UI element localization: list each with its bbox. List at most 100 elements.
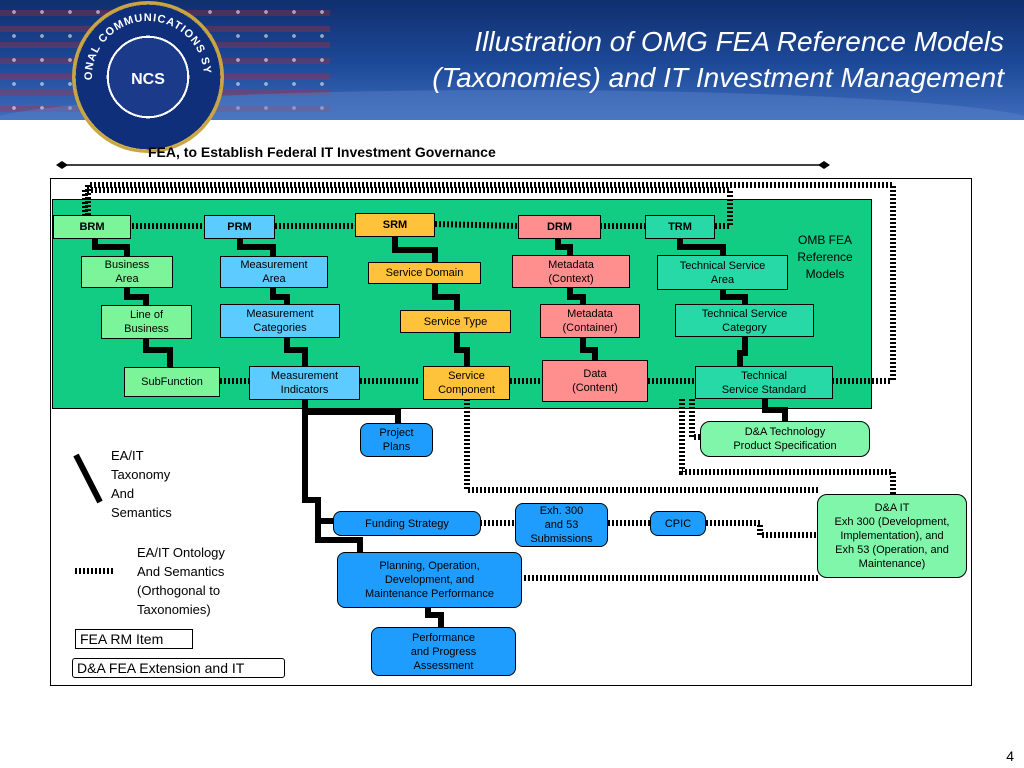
- brm-l1b: Area: [115, 273, 139, 285]
- drm-header: DRM: [518, 215, 601, 239]
- prm-l2b: Categories: [253, 322, 307, 334]
- legend-ontology-c: (Orthogonal to: [137, 583, 221, 598]
- srm-l3: Service: [448, 370, 485, 382]
- drm-data-content: Data (Content): [542, 360, 648, 402]
- dna-it-d: Exh 53 (Operation, and: [835, 544, 949, 556]
- taxonomy-legend-line: [73, 453, 103, 504]
- dna-it-box: D&A IT Exh 300 (Development, Implementatio…: [817, 494, 967, 578]
- legend-ontology-label: EA/IT Ontology And Semantics (Orthogonal…: [137, 543, 225, 619]
- project-plans-b: Plans: [382, 441, 411, 453]
- legend-taxonomy-b: Taxonomy: [111, 467, 171, 482]
- srm-service-type: Service Type: [400, 310, 511, 333]
- drm-metadata-context: Metadata(Context): [512, 255, 630, 288]
- ncs-seal-icon: [75, 4, 221, 150]
- title-line-1: Illustration of OMG FEA Reference Models: [474, 26, 1004, 57]
- planning-c: Maintenance Performance: [364, 588, 494, 600]
- legend-fea-rm-item: FEA RM Item: [75, 629, 193, 649]
- legend-dna-fea-extension: D&A FEA Extension and IT: [72, 658, 285, 678]
- exh-b: and 53: [544, 519, 579, 531]
- trm-l1: Technical Service: [679, 259, 766, 272]
- dna-tech-b: Product Specification: [733, 440, 837, 452]
- slide-title: Illustration of OMG FEA Reference Models…: [304, 24, 1004, 96]
- project-plans-a: Project: [379, 427, 414, 439]
- performance-c: Assessment: [413, 659, 474, 672]
- legend-ontology-a: EA/IT Ontology: [137, 545, 225, 560]
- title-line-2: (Taxonomies) and IT Investment Managemen…: [432, 62, 1004, 93]
- omb-fea-label: OMB FEA Reference Models: [790, 232, 860, 283]
- trm-l3b: Service Standard: [721, 383, 807, 396]
- srm-header: SRM: [355, 213, 435, 237]
- drm-metadata-container: Metadata (Container): [540, 304, 640, 338]
- trm-l2: Technical Service: [701, 307, 788, 320]
- dna-it-e: Maintenance): [858, 558, 926, 570]
- trm-l1b: Area: [710, 273, 735, 286]
- prm-l1: Measurement: [240, 259, 308, 271]
- drm-l3b: (Content): [572, 382, 618, 394]
- brm-l2: Line of: [129, 309, 164, 321]
- trm-l3: Technical: [741, 369, 787, 382]
- exh-c: Submissions: [530, 533, 593, 545]
- seal-lettering: NATIONAL COMMUNICATIONS SYSTEM NCS: [75, 4, 212, 88]
- brm-subfunction: SubFunction: [124, 367, 220, 397]
- governance-label: FEA, to Establish Federal IT Investment …: [148, 144, 496, 160]
- brm-line-of-business: Line of Business: [101, 305, 192, 339]
- funding-strategy-box: Funding Strategy: [333, 511, 481, 536]
- srm-l3b: Component: [438, 384, 495, 396]
- brm-header: BRM: [53, 215, 131, 239]
- page-number: 4: [1006, 748, 1014, 764]
- brm-l1: Business: [104, 259, 150, 271]
- cpic-box: CPIC: [650, 511, 706, 536]
- seal-center: NCS: [131, 71, 165, 88]
- exh-submissions-box: Exh. 300 and 53 Submissions: [515, 503, 608, 547]
- performance-b: and Progress: [410, 645, 477, 658]
- planning-b: Development, and: [384, 574, 475, 586]
- drm-l2: Metadata: [567, 308, 613, 320]
- prm-l3b: Indicators: [280, 384, 329, 396]
- planning-a: Planning, Operation,: [379, 560, 480, 572]
- omb-label-2: Reference: [797, 250, 853, 264]
- dna-it-c: Implementation), and: [840, 530, 944, 542]
- slide-header: Illustration of OMG FEA Reference Models…: [0, 0, 1024, 120]
- prm-header: PRM: [204, 215, 275, 239]
- governance-arrow: [56, 161, 830, 169]
- dna-it-a: D&A IT: [874, 502, 910, 514]
- trm-l2b: Category: [722, 321, 767, 334]
- legend-ontology-b: And Semantics: [137, 564, 225, 579]
- drm-l1b: (Context): [548, 272, 594, 285]
- prm-l3: Measurement: [270, 370, 339, 382]
- legend-taxonomy-c: And: [111, 486, 135, 501]
- performance-a: Performance: [412, 631, 475, 644]
- legend-taxonomy-a: EA/IT: [111, 448, 144, 463]
- legend-taxonomy-label: EA/IT Taxonomy And Semantics: [111, 446, 172, 522]
- dna-it-b: Exh 300 (Development,: [834, 516, 950, 528]
- exh-a: Exh. 300: [539, 505, 584, 517]
- trm-header: TRM: [645, 215, 715, 239]
- drm-l1: Metadata: [548, 258, 594, 271]
- omb-label-1: OMB FEA: [797, 233, 852, 247]
- legend-ontology-d: Taxonomies): [137, 602, 211, 617]
- ontology-connectors: [52, 182, 896, 581]
- srm-service-domain: Service Domain: [368, 262, 481, 284]
- taxonomy-connectors: [92, 236, 788, 628]
- legend-taxonomy-d: Semantics: [111, 505, 172, 520]
- brm-l2b: Business: [124, 323, 169, 335]
- omb-label-3: Models: [805, 267, 845, 281]
- drm-l2b: (Container): [562, 322, 618, 334]
- drm-l3: Data: [583, 368, 607, 380]
- prm-l2: Measurement: [246, 308, 314, 320]
- dna-tech-a: D&A Technology: [744, 426, 826, 438]
- prm-l1b: Area: [262, 273, 286, 285]
